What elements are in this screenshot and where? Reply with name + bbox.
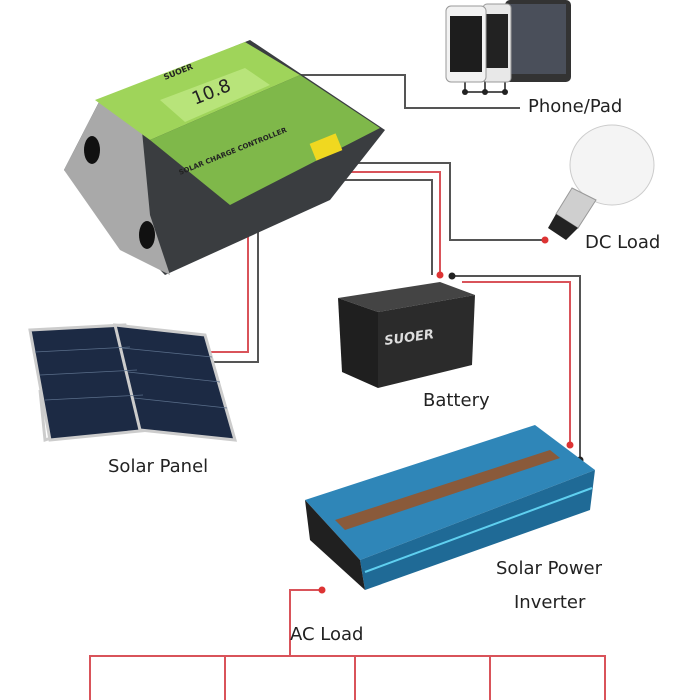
wire-solar-red	[196, 200, 249, 353]
wire-inverter-gray	[452, 275, 581, 460]
phone-pad-devices	[445, 0, 571, 83]
label-dc-load: DC Load	[585, 232, 661, 253]
wire-phone	[300, 74, 520, 109]
solar-panel	[28, 323, 238, 443]
wire-dc-load	[292, 162, 545, 241]
wire-solar-gray	[196, 200, 259, 363]
label-inverter-line2: Inverter	[514, 592, 586, 613]
battery-brand: SUOER	[383, 327, 434, 349]
solar-charge-controller: 10.8 SUOER SOLAR CHARGE CONTROLLER	[64, 40, 385, 275]
wire-inverter-red	[462, 281, 571, 445]
label-solar-panel: Solar Panel	[108, 456, 209, 477]
wire-ac-load	[289, 589, 322, 656]
light-bulb-icon	[548, 124, 655, 240]
label-phone-pad: Phone/Pad	[528, 96, 623, 117]
label-ac-load: AC Load	[290, 624, 364, 645]
battery: SUOER	[338, 282, 475, 388]
ac-load-bus	[89, 655, 606, 700]
label-battery: Battery	[423, 390, 490, 411]
solar-power-inverter	[305, 425, 595, 590]
label-inverter-line1: Solar Power	[496, 558, 603, 579]
